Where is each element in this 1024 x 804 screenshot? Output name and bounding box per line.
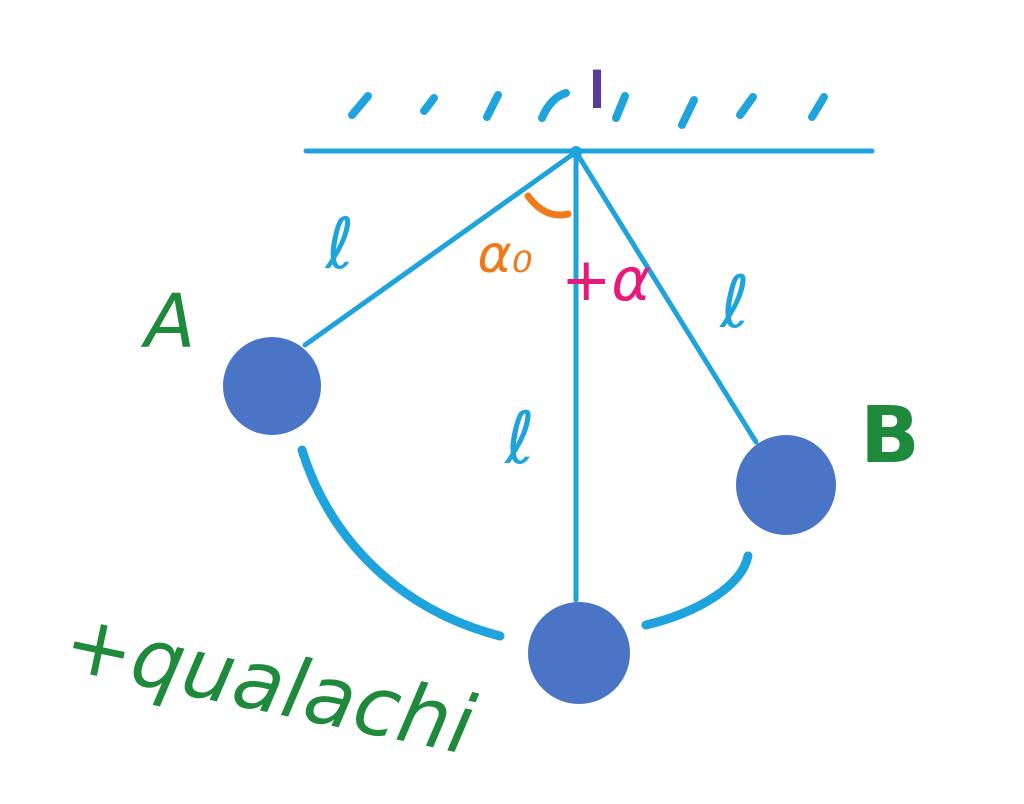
pivot-point: [570, 146, 582, 158]
origin-word-label: +qualachi: [56, 595, 483, 774]
ball-a: [223, 337, 321, 435]
string-a: [302, 149, 579, 348]
ball-middle: [528, 602, 630, 704]
string-b: [573, 149, 759, 445]
point-a-label: A: [141, 279, 196, 365]
point-b-label: B: [860, 391, 919, 481]
alpha-label: +α: [561, 245, 651, 315]
right-length-label: ℓ: [718, 260, 750, 344]
ball-b: [736, 435, 836, 535]
support-label: I: [589, 57, 605, 120]
swing-arc-right: [641, 551, 753, 630]
ceiling-hatching: [348, 89, 828, 129]
swing-arc-left: [297, 445, 505, 641]
angle-arc-alpha0: [524, 192, 572, 219]
left-length-label: ℓ: [325, 203, 355, 285]
alpha0-label: α₀: [477, 225, 532, 285]
middle-length-label: ℓ: [503, 396, 535, 480]
